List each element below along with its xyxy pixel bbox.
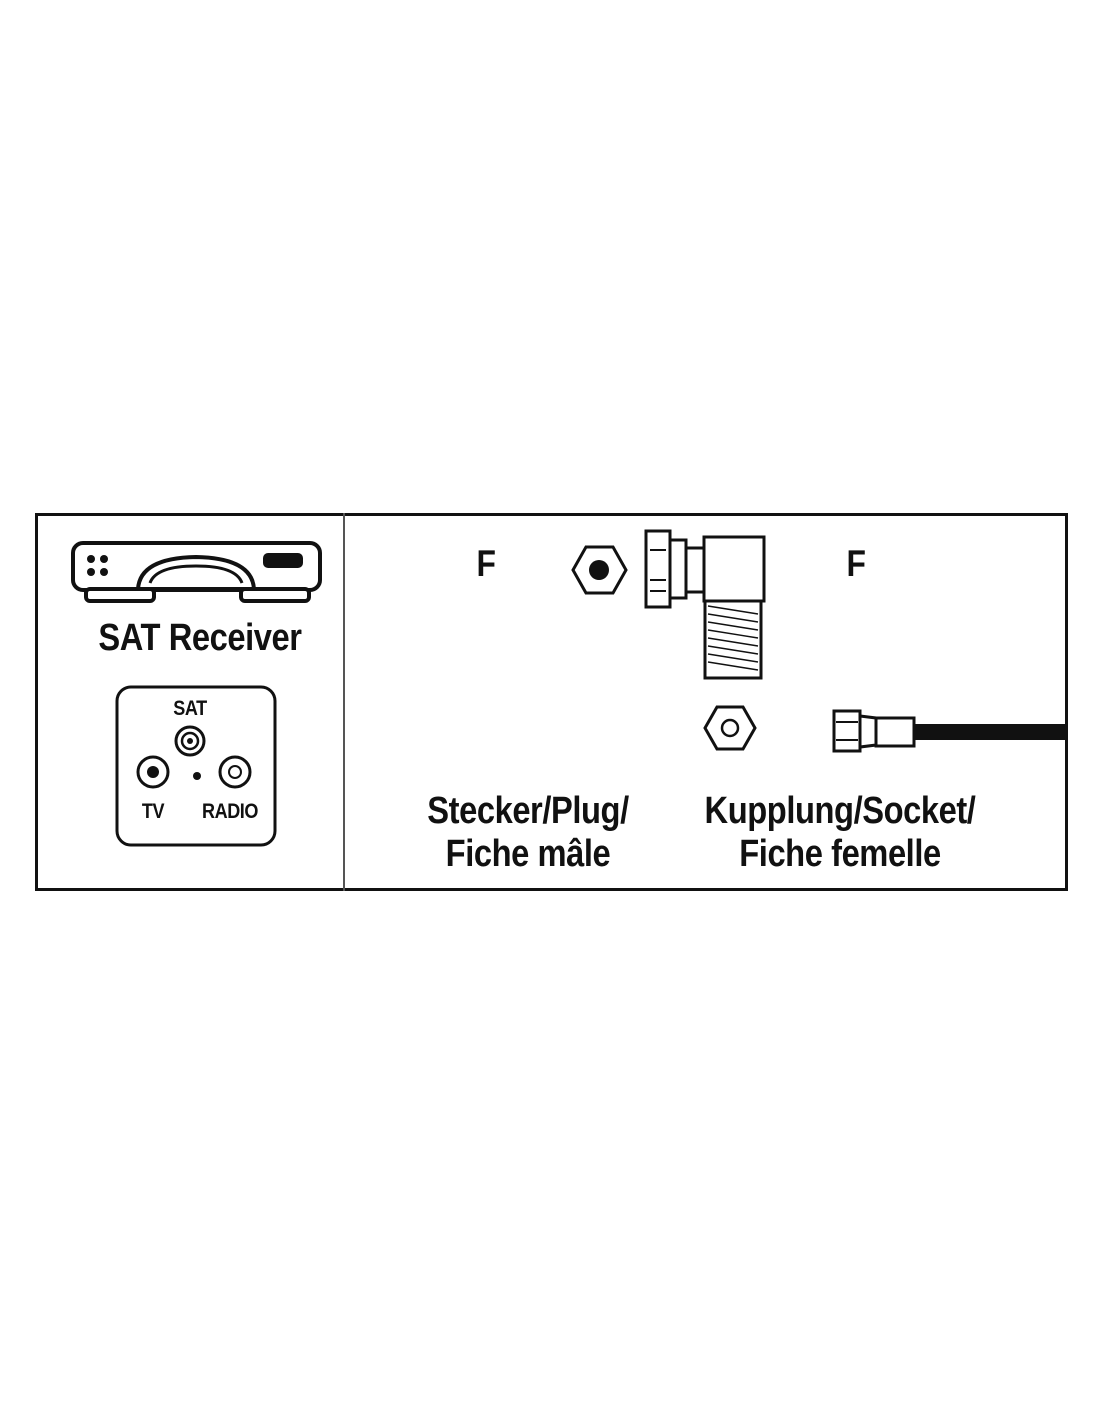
plug-type-label: F (476, 543, 496, 584)
sat-receiver-icon (71, 541, 322, 603)
panel-divider (343, 513, 345, 891)
wall-socket-icon (115, 685, 277, 847)
socket-label-line1: Kupplung/Socket/ (704, 790, 976, 832)
plug-label-line2: Fiche mâle (445, 833, 611, 875)
radio-port-label: RADIO (201, 800, 259, 823)
tv-port-label: TV (141, 800, 165, 823)
socket-hex-nut-icon (703, 705, 757, 751)
sat-receiver-title: SAT Receiver (98, 617, 302, 659)
socket-label-line2: Fiche femelle (739, 833, 941, 875)
plug-hex-nut-icon (571, 545, 628, 595)
socket-type-label: F (846, 543, 866, 584)
diagram-frame (35, 513, 1068, 891)
plug-label-line1: Stecker/Plug/ (427, 790, 629, 832)
angled-f-plug-icon (644, 529, 766, 680)
sat-port-label: SAT (173, 697, 207, 720)
f-socket-cable-icon (832, 709, 1066, 753)
